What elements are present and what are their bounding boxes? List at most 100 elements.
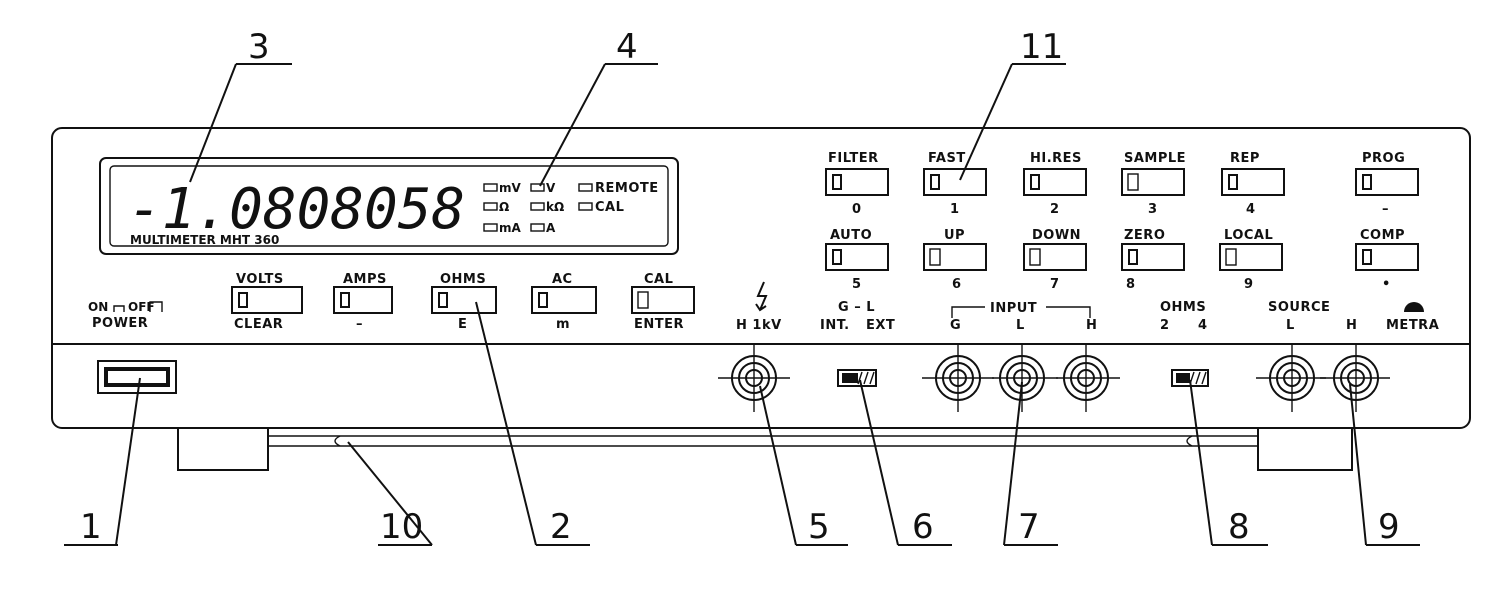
filter-button[interactable]	[825, 168, 889, 196]
brand-label: METRA	[1386, 318, 1439, 333]
source-h-jack[interactable]	[1333, 355, 1379, 401]
local-button[interactable]	[1219, 243, 1283, 271]
comp-label: COMP	[1360, 228, 1405, 243]
key-5-label: 5	[852, 277, 862, 292]
display-window	[109, 165, 669, 247]
metra-logo-icon	[1404, 302, 1424, 312]
function-key-ac[interactable]: AC m	[531, 272, 597, 332]
volts-button[interactable]	[231, 286, 303, 314]
input-h-jack[interactable]	[1063, 355, 1109, 401]
input-l-label: L	[1016, 318, 1025, 333]
svg-text:8: 8	[1228, 507, 1250, 547]
key-fast[interactable]: FAST 1	[923, 151, 987, 217]
svg-text:5: 5	[808, 507, 830, 547]
sample-button[interactable]	[1121, 168, 1185, 196]
input-title: INPUT	[990, 301, 1037, 316]
key-7-label: 7	[1050, 277, 1060, 292]
minus-label: –	[356, 317, 363, 332]
annunciator-ohm: Ω	[499, 200, 509, 214]
cal-button[interactable]	[631, 286, 695, 314]
ac-label: AC	[552, 272, 573, 287]
key-local[interactable]: LOCAL 9	[1219, 228, 1283, 292]
key-sample[interactable]: SAMPLE 3	[1121, 151, 1186, 217]
callout-5: 5	[759, 385, 848, 547]
svg-text:7: 7	[1018, 507, 1040, 547]
display-model: MULTIMETER MHT 360	[130, 233, 279, 247]
annunciator-cal: CAL	[595, 200, 624, 215]
off-symbol-icon	[149, 301, 163, 312]
function-key-cal[interactable]: CAL ENTER	[631, 272, 695, 332]
auto-label: AUTO	[830, 228, 872, 243]
key-filter[interactable]: FILTER 0	[825, 151, 889, 217]
callout-9: 9	[1349, 383, 1420, 547]
up-label: UP	[944, 228, 965, 243]
decimal-point-label: •	[1382, 277, 1391, 292]
key-comp[interactable]: COMP •	[1355, 228, 1419, 292]
gl-ext-label: EXT	[866, 318, 895, 333]
svg-text:2: 2	[550, 507, 572, 547]
function-key-volts[interactable]: VOLTS CLEAR	[231, 272, 303, 332]
function-key-amps[interactable]: AMPS –	[333, 272, 393, 332]
source-h-label: H	[1346, 318, 1357, 333]
hv-terminal-jack[interactable]	[731, 355, 777, 401]
callout-2: 2	[475, 301, 590, 547]
key-auto[interactable]: AUTO 5	[825, 228, 889, 292]
key-zero[interactable]: ZERO 8	[1121, 228, 1185, 292]
cal-label: CAL	[644, 272, 673, 287]
gl-int-label: INT.	[820, 318, 850, 333]
callout-3: 3	[189, 27, 292, 183]
function-key-ohms[interactable]: OHMS E	[431, 272, 497, 332]
key-6-label: 6	[952, 277, 962, 292]
down-button[interactable]	[1023, 243, 1087, 271]
power-label: POWER	[92, 316, 148, 331]
ohms-label: OHMS	[440, 272, 486, 287]
svg-text:1: 1	[80, 507, 102, 547]
annunciator-ma: mA	[499, 221, 522, 235]
prog-sub-label: –	[1382, 202, 1389, 217]
callout-8: 8	[1189, 379, 1268, 547]
ohms-4-label: 4	[1198, 318, 1208, 333]
key-hires[interactable]: HI.RES 2	[1023, 151, 1087, 217]
callout-4: 4	[539, 27, 658, 187]
tilt-handle	[268, 435, 1258, 447]
svg-text:11: 11	[1020, 27, 1063, 67]
volts-label: VOLTS	[236, 272, 284, 287]
annunciator-v: V	[546, 181, 556, 195]
power-off-label: OFF	[128, 300, 155, 314]
input-g-jack[interactable]	[935, 355, 981, 401]
gl-slide-switch[interactable]	[837, 369, 877, 387]
e-label: E	[458, 317, 467, 332]
zero-label: ZERO	[1124, 228, 1165, 243]
enter-label: ENTER	[634, 317, 684, 332]
key-9-label: 9	[1244, 277, 1254, 292]
input-bracket	[951, 306, 1091, 318]
key-1-label: 1	[950, 202, 960, 217]
key-prog[interactable]: PROG –	[1355, 151, 1419, 217]
rep-label: REP	[1230, 151, 1260, 166]
amps-label: AMPS	[343, 272, 387, 287]
callout-10: 10	[347, 441, 433, 547]
display-reading: -1.0808058	[128, 177, 465, 242]
key-4-label: 4	[1246, 202, 1256, 217]
up-button[interactable]	[923, 243, 987, 271]
clear-label: CLEAR	[234, 317, 283, 332]
local-label: LOCAL	[1224, 228, 1273, 243]
annunciator-panel: mV V REMOTE Ω kΩ CAL mA A	[483, 181, 658, 235]
ohms-terminal-title: OHMS	[1160, 300, 1206, 315]
callout-1: 1	[64, 377, 141, 547]
key-3-label: 3	[1148, 202, 1158, 217]
key-rep[interactable]: REP 4	[1221, 151, 1285, 217]
source-title: SOURCE	[1268, 300, 1330, 315]
on-symbol-icon	[113, 305, 125, 312]
key-up[interactable]: UP 6	[923, 228, 987, 292]
key-down[interactable]: DOWN 7	[1023, 228, 1087, 292]
filter-label: FILTER	[828, 151, 879, 166]
fast-label: FAST	[928, 151, 966, 166]
source-l-jack[interactable]	[1269, 355, 1315, 401]
high-voltage-icon	[755, 281, 768, 312]
input-h-label: H	[1086, 318, 1097, 333]
ohms-2-label: 2	[1160, 318, 1170, 333]
annunciator-mv: mV	[499, 181, 522, 195]
svg-text:3: 3	[248, 27, 270, 67]
